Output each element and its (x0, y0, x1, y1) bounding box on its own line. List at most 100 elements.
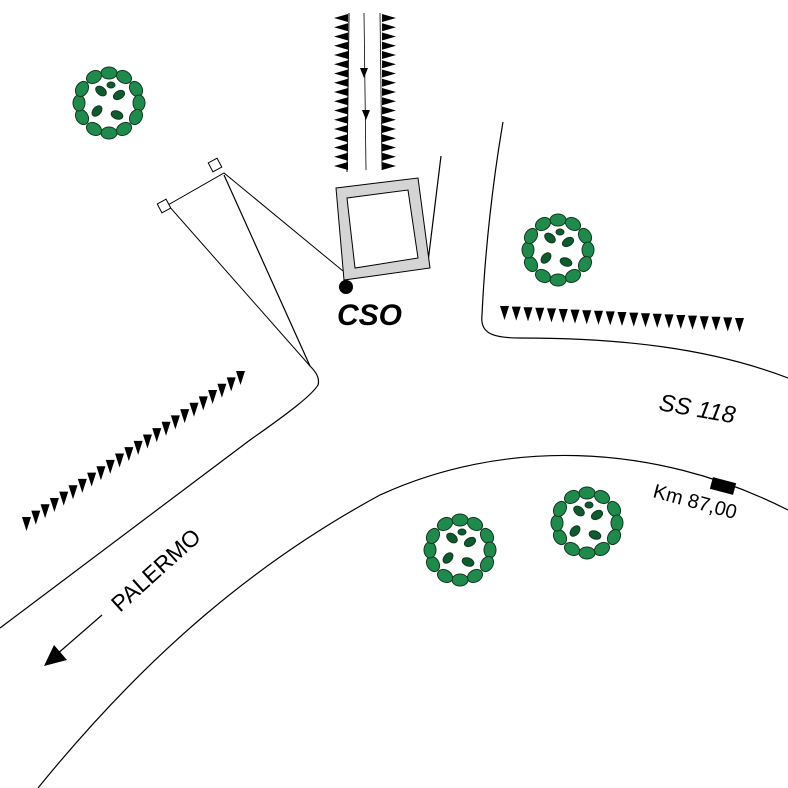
building-icon (335, 177, 431, 281)
canal-tick (382, 23, 396, 32)
embankment-tick (226, 377, 236, 392)
canal-ticks-right (382, 14, 396, 170)
canal-tick (382, 41, 396, 50)
embankment-tick (500, 306, 509, 320)
canal-tick (334, 115, 348, 124)
canal-tick (382, 125, 396, 133)
embankment-tick (180, 409, 190, 424)
embankment-ticks-right (500, 306, 744, 332)
embankment-tick (688, 315, 697, 330)
embankment-tick (217, 383, 227, 398)
embankment-tick (629, 312, 639, 327)
embankment-tick (124, 447, 134, 462)
road-edges (0, 121, 788, 788)
embankment-tick (711, 316, 721, 331)
embankment-tick (161, 421, 171, 436)
arrow-left-icon (44, 614, 103, 666)
embankment-tick (22, 517, 31, 531)
canal-tick (382, 78, 396, 87)
embankment-tick (535, 307, 545, 322)
embankment-tick (652, 313, 662, 328)
canal-tick (334, 125, 348, 133)
embankment-tick (31, 510, 41, 525)
embankment-tick (570, 309, 580, 324)
tree-icon (72, 66, 146, 140)
embankment-tick (142, 434, 152, 449)
canal-tick (334, 152, 348, 161)
embankment-tick (547, 308, 556, 323)
road-edge-right (481, 121, 788, 379)
embankment-tick (208, 390, 218, 405)
canal-tick (382, 60, 396, 69)
canal-tick (382, 162, 396, 170)
embankment-tick (115, 453, 125, 468)
canal-tick (382, 106, 396, 115)
canal-tick (382, 51, 396, 59)
canal-tick (334, 60, 348, 69)
station-label: CSO (337, 299, 402, 332)
embankment-tick (105, 459, 115, 474)
canal-tick (382, 97, 396, 106)
canal-flow-arrows (360, 68, 370, 120)
embankment-tick (511, 306, 521, 321)
embankment-tick (617, 312, 627, 326)
embankment-tick (558, 309, 568, 323)
canal-tick (334, 32, 348, 41)
fence (156, 157, 344, 367)
canal-tick (334, 23, 348, 32)
canal-tick (382, 32, 396, 41)
embankment-ticks-left (22, 371, 245, 531)
canal-tick (334, 143, 348, 152)
canal-tick (334, 88, 348, 96)
embankment-tick (96, 466, 106, 481)
embankment-tick (133, 440, 143, 455)
canal-tick (382, 134, 396, 143)
tree-icon (550, 486, 624, 560)
embankment-tick (236, 371, 245, 385)
embankment-tick (40, 504, 50, 519)
canal-tick (334, 14, 348, 22)
embankment-tick (170, 415, 180, 430)
canal (334, 12, 396, 173)
canal-tick (334, 106, 348, 115)
embankment-tick (723, 317, 733, 332)
embankment-tick (189, 402, 199, 417)
canal-tick (334, 78, 348, 87)
embankment-tick (523, 307, 533, 322)
embankment-tick (152, 428, 162, 443)
embankment-tick (699, 316, 709, 331)
embankment-tick (87, 472, 97, 487)
canal-tick (382, 69, 396, 78)
canal-tick (334, 97, 348, 106)
canal-tick (382, 152, 396, 161)
canal-tick (334, 134, 348, 143)
embankment-tick (198, 396, 208, 411)
tree-icon (423, 513, 497, 587)
canal-tick (334, 162, 348, 170)
embankment-tick (594, 310, 603, 325)
canal-ticks-left (334, 14, 348, 170)
embankment-tick (641, 313, 650, 328)
embankment-tick (77, 478, 87, 493)
road-label: SS 118 (657, 389, 738, 429)
embankment-tick (676, 315, 686, 329)
embankment-tick (582, 310, 592, 325)
canal-tick (334, 69, 348, 78)
km-marker-icon (709, 477, 737, 495)
embankment-tick (664, 314, 674, 329)
canal-tick (382, 115, 396, 124)
canal-tick (334, 51, 348, 59)
embankment-tick (605, 311, 615, 326)
canal-tick (334, 41, 348, 50)
canal-tick (382, 88, 396, 96)
embankment-tick (735, 318, 744, 332)
embankment-tick (68, 485, 78, 500)
embankment-tick (59, 491, 69, 506)
canal-tick (382, 143, 396, 152)
canal-tick (382, 14, 396, 22)
road-edge-bottom (37, 454, 788, 788)
embankment-tick (49, 497, 59, 512)
road-edge-top-left (0, 174, 320, 629)
channel-edge-right (427, 155, 442, 263)
